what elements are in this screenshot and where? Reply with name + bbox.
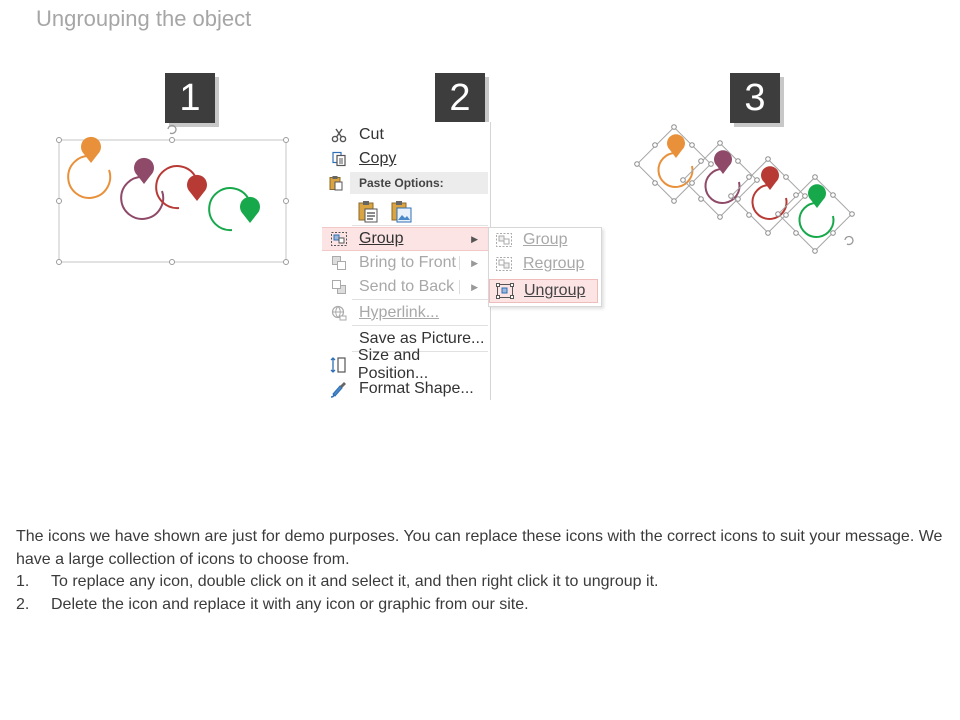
group-icon xyxy=(328,230,350,248)
paste-options-header: Paste Options: xyxy=(350,172,488,194)
menu-item-group-label: Group xyxy=(359,230,404,247)
selection-handles[interactable] xyxy=(56,137,289,265)
menu-item-cut[interactable]: Cut xyxy=(322,124,488,146)
menu-item-format-shape[interactable]: Format Shape... xyxy=(322,378,488,400)
ungrouped-objects[interactable] xyxy=(630,120,870,260)
rotate-handle-icon[interactable] xyxy=(167,124,177,135)
size-position-icon xyxy=(328,356,349,374)
green-loop-icon xyxy=(208,187,260,232)
group-icon xyxy=(494,232,514,248)
menu-divider xyxy=(352,225,488,226)
menu-item-send-to-back-label: Send to Back xyxy=(359,278,455,295)
format-shape-brush-icon xyxy=(328,380,350,398)
menu-item-size-and-position[interactable]: Size and Position... xyxy=(322,347,488,382)
ungroup-icon xyxy=(495,283,515,299)
submenu-item-ungroup[interactable]: Ungroup xyxy=(489,279,598,303)
instruction-item: 2. Delete the icon and replace it with a… xyxy=(16,594,946,617)
paste-keep-formatting-icon[interactable] xyxy=(356,198,380,224)
menu-item-bring-to-front[interactable]: Bring to Front ▶ xyxy=(322,252,488,274)
submenu-item-ungroup-label: Ungroup xyxy=(524,282,586,299)
submenu-item-group-label: Group xyxy=(523,231,568,248)
copy-icon xyxy=(328,150,350,168)
menu-item-bring-to-front-label: Bring to Front xyxy=(359,254,456,271)
menu-item-hyperlink-label: Hyperlink... xyxy=(359,304,440,321)
submenu-item-group[interactable]: Group xyxy=(489,229,598,251)
split-divider xyxy=(459,256,460,270)
instructions-intro: The icons we have shown are just for dem… xyxy=(16,528,943,568)
submenu-arrow-icon: ▶ xyxy=(471,233,478,244)
submenu-item-regroup-label: Regroup xyxy=(523,255,585,272)
submenu-arrow-icon: ▶ xyxy=(471,281,478,292)
menu-divider xyxy=(352,325,488,326)
instruction-text: Delete the icon and replace it with any … xyxy=(51,595,529,613)
plum-loop-selected[interactable] xyxy=(680,140,760,220)
step-2-badge: 2 xyxy=(435,73,485,123)
red-loop-icon xyxy=(155,165,207,210)
step-3-badge: 3 xyxy=(730,73,780,123)
instruction-number: 1. xyxy=(16,573,30,590)
orange-loop-icon xyxy=(67,136,112,199)
grouped-object[interactable] xyxy=(50,120,300,270)
rotate-handle-icon[interactable] xyxy=(844,235,854,246)
split-divider xyxy=(459,280,460,294)
instruction-text: To replace any icon, double click on it … xyxy=(51,573,659,590)
submenu-arrow-icon: ▶ xyxy=(471,257,478,268)
red-loop-selected[interactable] xyxy=(728,156,808,236)
instructions: The icons we have shown are just for dem… xyxy=(16,526,946,616)
clipboard-icon xyxy=(328,174,344,192)
menu-item-group[interactable]: Group ▶ xyxy=(322,227,488,251)
paste-clipboard-row xyxy=(322,172,350,194)
instruction-number: 2. xyxy=(16,595,30,613)
menu-item-send-to-back[interactable]: Send to Back ▶ xyxy=(322,276,488,298)
bring-to-front-icon xyxy=(328,254,350,272)
orange-loop-selected[interactable] xyxy=(634,124,714,204)
menu-item-format-shape-label: Format Shape... xyxy=(359,380,474,397)
page-title: Ungrouping the object xyxy=(36,6,252,31)
menu-item-copy-label: Copy xyxy=(359,150,397,167)
hyperlink-globe-icon xyxy=(328,304,350,322)
context-menu xyxy=(322,122,491,400)
blank-icon xyxy=(328,330,350,348)
menu-item-cut-label: Cut xyxy=(359,126,384,143)
menu-divider xyxy=(352,351,488,352)
plum-loop-icon xyxy=(120,157,165,220)
scissors-icon xyxy=(328,126,350,144)
menu-item-copy[interactable]: Copy xyxy=(322,148,488,170)
step-1-badge: 1 xyxy=(165,73,215,123)
instruction-item: 1. To replace any icon, double click on … xyxy=(16,571,946,594)
menu-item-hyperlink[interactable]: Hyperlink... xyxy=(322,302,488,324)
menu-divider xyxy=(352,299,488,300)
menu-item-save-as-picture-label: Save as Picture... xyxy=(359,330,485,347)
paste-picture-icon[interactable] xyxy=(389,198,413,224)
send-to-back-icon xyxy=(328,278,350,296)
green-loop-selected[interactable] xyxy=(775,174,855,254)
menu-item-save-as-picture[interactable]: Save as Picture... xyxy=(322,328,488,350)
submenu-item-regroup[interactable]: Regroup xyxy=(489,253,598,275)
menu-item-size-and-position-label: Size and Position... xyxy=(357,347,429,382)
regroup-icon xyxy=(494,256,514,272)
